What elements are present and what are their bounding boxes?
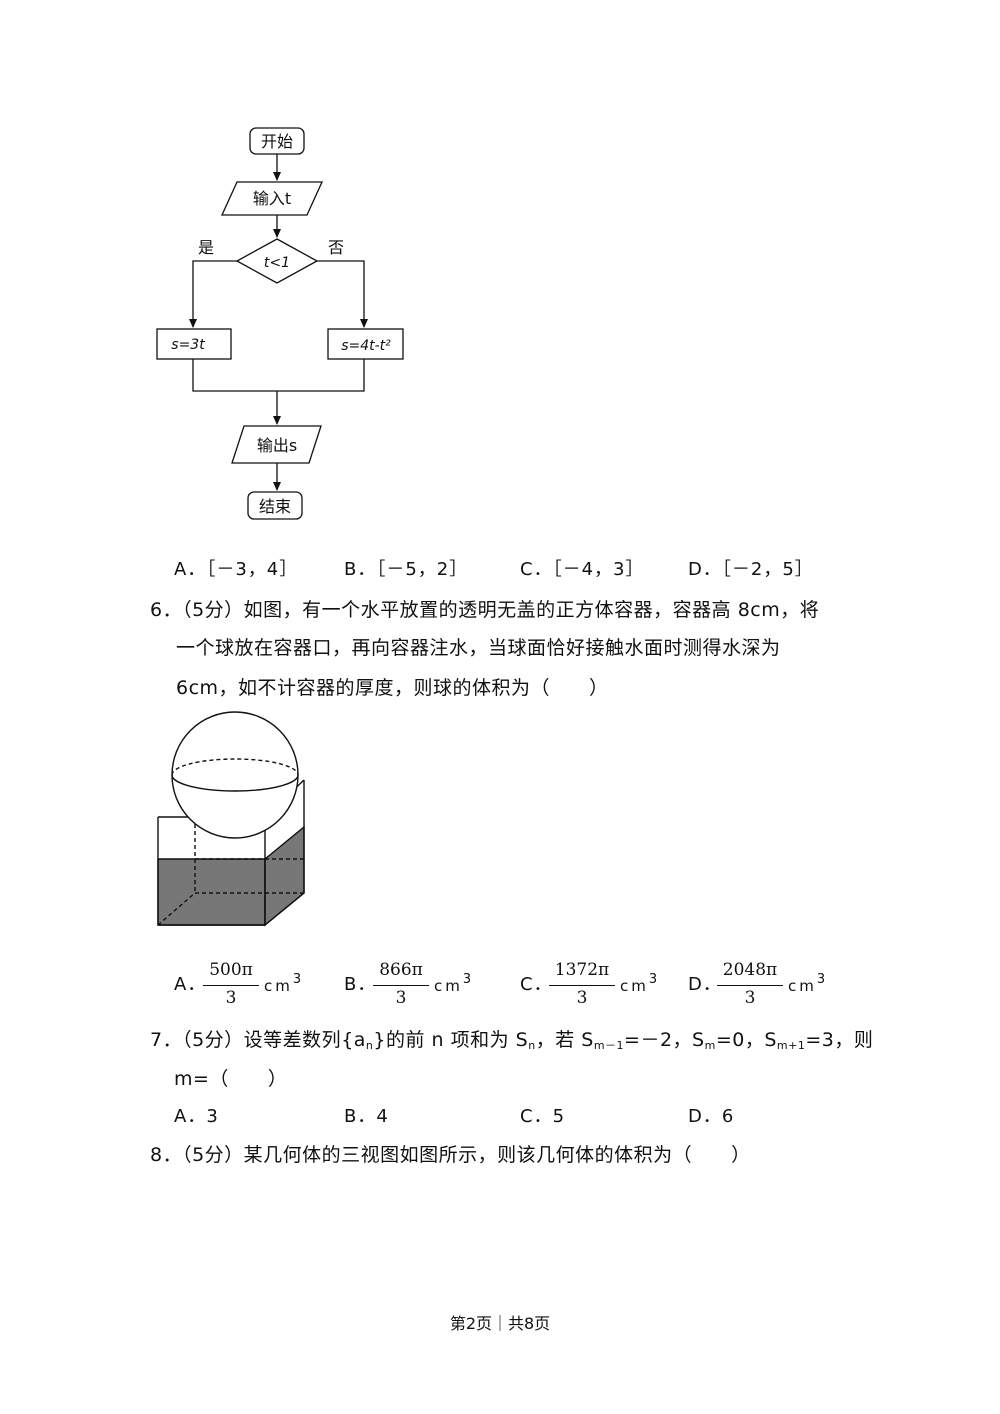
- q7-option-a: A．3: [174, 1106, 219, 1127]
- flow-output-box: [231, 425, 322, 464]
- flow-no-branch-label: s=4t-t²: [341, 338, 391, 354]
- flow-input-label: 输入t: [253, 189, 291, 208]
- flow-start-label: 开始: [261, 132, 293, 151]
- q7-option-c: C．5: [520, 1106, 566, 1127]
- q6-option-b-unit: cm3: [434, 972, 472, 995]
- water-front-face: [157, 858, 266, 926]
- q7-option-b: B．4: [344, 1106, 389, 1127]
- flow-yes-branch-label: s=3t: [171, 337, 205, 353]
- flow-yes-label: 是: [198, 238, 214, 257]
- flow-input-box: [220, 181, 324, 216]
- q8-line-1: 8．（5分）某几何体的三视图如图所示，则该几何体的体积为（ ）: [150, 1144, 751, 1166]
- flow-end-label: 结束: [259, 497, 291, 516]
- water-side-face: [264, 825, 305, 927]
- flow-end-box: [247, 491, 303, 520]
- sphere: [171, 711, 299, 839]
- q6-option-a-letter: A．: [174, 974, 207, 995]
- q6-line-3: 6cm，如不计容器的厚度，则球的体积为（ ）: [176, 677, 609, 699]
- page-footer: 第2页｜共8页: [449, 1314, 551, 1333]
- flowchart: 开始 输入t t<1 是 否 s=3t s=4t-t² 输出s 结束: [156, 127, 404, 520]
- q6-option-c-unit: cm3: [620, 972, 658, 995]
- q7-option-d: D．6: [688, 1106, 735, 1127]
- q6-option-b-letter: B．: [344, 974, 377, 995]
- flow-no-label: 否: [328, 238, 344, 257]
- q5-option-d: D．［－2，5］: [688, 559, 814, 580]
- q5-option-a: A．［－3，4］: [174, 559, 299, 580]
- flow-decision-diamond: [235, 238, 319, 284]
- flow-output-label: 输出s: [257, 436, 297, 455]
- flow-no-box: [327, 328, 404, 360]
- q6-option-c-letter: C．: [520, 974, 553, 995]
- q7-line-2: m=（ ）: [174, 1068, 288, 1090]
- q6-option-d-unit: cm3: [788, 972, 826, 995]
- sphere-cube-figure: [157, 711, 305, 927]
- q6-option-a-unit: cm3: [264, 972, 302, 995]
- q5-option-c: C．［－4，3］: [520, 559, 645, 580]
- q6-line-2: 一个球放在容器口，再向容器注水，当球面恰好接触水面时测得水深为: [176, 637, 781, 659]
- q7-line-1: 7．（5分）设等差数列{an}的前 n 项和为 Sn，若 Sm－1=－2，Sm=…: [150, 1029, 874, 1052]
- flow-condition-label: t<1: [264, 255, 290, 271]
- q6-option-d-letter: D．: [688, 974, 722, 995]
- flow-yes-box: [156, 328, 232, 360]
- q5-option-b: B．［－5，2］: [344, 559, 469, 580]
- q6-line-1: 6．（5分）如图，有一个水平放置的透明无盖的正方体容器，容器高 8cm，将: [150, 599, 820, 621]
